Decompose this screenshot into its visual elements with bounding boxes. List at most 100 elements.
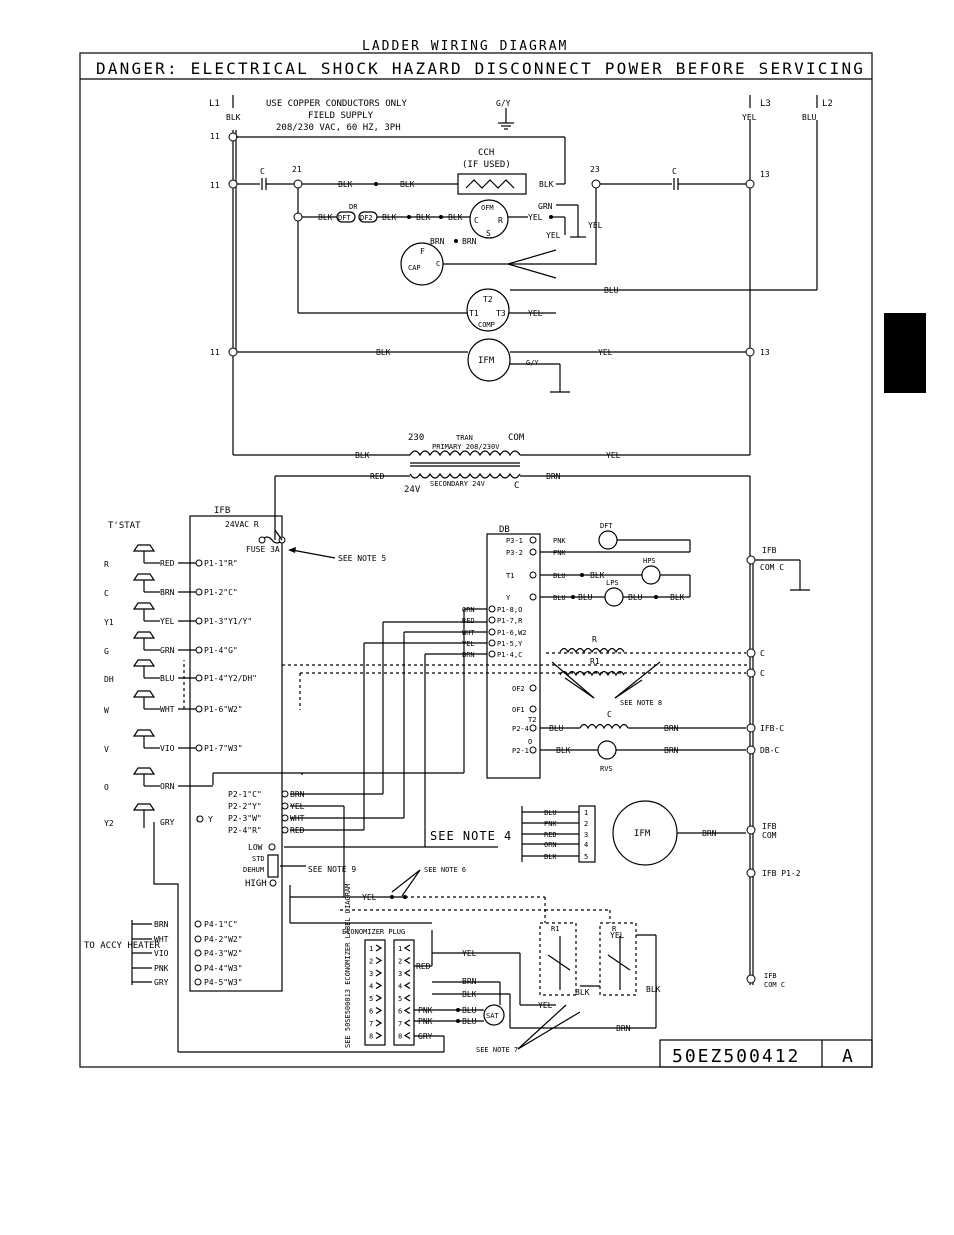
wire-gry-econ: GRY: [418, 1032, 433, 1041]
econ-pin-right-2: 2: [398, 958, 402, 966]
tran-c: C: [514, 481, 519, 491]
supply-note-field: FIELD SUPPLY: [308, 111, 374, 121]
comp-t1: T1: [469, 309, 479, 318]
wire-red-econ: RED: [416, 962, 431, 971]
db-p1-label-3: P1-5,Y: [497, 640, 523, 648]
econ-pin-right-4: 4: [398, 983, 402, 991]
ofm-label: OFM: [481, 204, 494, 212]
wire-blk-1: BLK: [338, 180, 353, 189]
db-top-wire-0: PNK: [553, 537, 566, 545]
right-label-comc-1: COM C: [760, 563, 784, 572]
dft-label: DFT: [600, 522, 613, 530]
p4-wire-1: WHT: [154, 935, 169, 944]
ifb-p1-pin-1: [195, 588, 203, 596]
cap-c-left: C: [260, 167, 265, 176]
wire-yel-r: YEL: [610, 931, 625, 940]
wire-blk-4: BLK: [416, 213, 431, 222]
db-p1-pin-0: [488, 605, 496, 613]
ifb-fuse: FUSE 3A: [246, 545, 280, 554]
wire-blu-sat-1: BLU: [462, 1006, 477, 1015]
db-label: DB: [499, 525, 510, 535]
wire-yel-ofm: YEL: [528, 213, 543, 222]
econ-plug-right: [393, 939, 415, 1046]
db-p1-label-2: P1-6,W2: [497, 629, 527, 637]
tstat-term-7: O: [104, 783, 109, 792]
db-p1-wire-3: YEL: [462, 640, 475, 648]
tstat-wire-1: BRN: [160, 588, 175, 597]
ifm-pin-4: 5: [584, 853, 588, 861]
db-lower-label-0: OF2: [512, 685, 525, 693]
wire-blk-tran: BLK: [355, 451, 370, 460]
db-top-pin-0: [529, 536, 537, 544]
ifm-pin-2: 3: [584, 831, 588, 839]
wire-blu-lps-2: BLU: [628, 593, 643, 602]
wire-yel-2: YEL: [546, 231, 561, 240]
econ-plug-label: ECONOMIZER PLUG: [342, 928, 405, 936]
ifm-wire-1: PNK: [544, 820, 557, 828]
ifm-pin-3: 4: [584, 841, 588, 849]
econ-pin-left-5: 5: [369, 995, 373, 1003]
ifb-p1-label-6: P1-7"W3": [204, 744, 243, 753]
ifm-motor-hv: [467, 338, 511, 382]
ifb-p1-pin-3: [195, 646, 203, 654]
section-tab: [884, 313, 926, 393]
db-lower-top-2: T2: [528, 716, 536, 724]
db-top-label-1: P3-2: [506, 549, 523, 557]
ifb-p1-label-4: P1-4"Y2/DH": [204, 674, 257, 683]
econ-pin-right-3: 3: [398, 970, 402, 978]
p4-wire-3: PNK: [154, 964, 169, 973]
supply-note-copper: USE COPPER CONDUCTORS ONLY: [266, 99, 407, 109]
db-lower-pin-0: [529, 684, 537, 692]
label-l2-blu: BLU: [802, 113, 817, 122]
tstat-symbol-0: [132, 544, 156, 563]
ifb-p2-pin-1: [281, 802, 289, 810]
tstat-symbol-4: [132, 659, 156, 678]
wire-yel-3: YEL: [588, 221, 603, 230]
tran-label: TRAN: [456, 434, 473, 442]
ifb-p1-label-5: P1-6"W2": [204, 705, 243, 714]
rvs-coil: [597, 740, 617, 760]
ifb-label: IFB: [214, 506, 230, 516]
ifb-p2-pin-0: [281, 790, 289, 798]
p4-wire-0: BRN: [154, 920, 169, 929]
lps-switch: [604, 587, 624, 607]
cch-heater: [457, 173, 527, 195]
drawing-number-box: [659, 1039, 873, 1068]
relay-r1-contacts: [539, 922, 577, 996]
wire-yel-ifm: YEL: [598, 348, 613, 357]
db-top-wire-2: BLU: [553, 572, 566, 580]
label-l1-blk: BLK: [226, 113, 241, 122]
ifb-24vac: 24VAC R: [225, 520, 259, 529]
p4-pin-3: [194, 964, 202, 972]
db-top-pin-1: [529, 548, 537, 556]
tstat-label: T'STAT: [108, 521, 141, 531]
db-p1-pin-2: [488, 628, 496, 636]
p4-pin-2: [194, 949, 202, 957]
wire-grn: GRN: [538, 202, 553, 211]
node-11-b: 11: [210, 181, 220, 190]
db-lower-label-1: OF1: [512, 706, 525, 714]
tstat-wire-7: ORN: [160, 782, 175, 791]
wire-pnk-sat-2: PNK: [418, 1017, 433, 1026]
tstat-wire-5: WHT: [160, 705, 175, 714]
ifb-p1-pin-5: [195, 705, 203, 713]
wire-yel-relay: YEL: [538, 1001, 553, 1010]
ifm-pin-1: 2: [584, 820, 588, 828]
node-23: 23: [590, 165, 600, 174]
revision: A: [842, 1046, 853, 1067]
wire-blu-lps: BLU: [578, 593, 593, 602]
db-p1-label-4: P1-4,C: [497, 651, 522, 659]
tran-24v: 24V: [404, 485, 421, 495]
wire-brn-ifm: BRN: [702, 829, 717, 838]
tstat-wire-2: YEL: [160, 617, 175, 626]
tstat-term-2: Y1: [104, 618, 114, 627]
ifb-p1-pin-4: [195, 674, 203, 682]
node-13-a: 13: [760, 170, 770, 179]
accy-heater-label: TO ACCY HEATER: [84, 941, 160, 951]
econ-pin-left-8: 8: [369, 1033, 373, 1041]
